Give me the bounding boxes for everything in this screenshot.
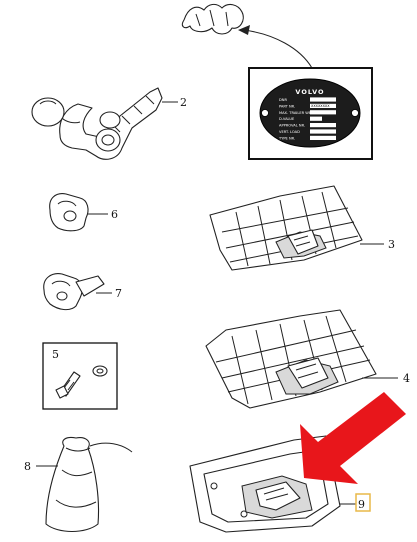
socket-with-lid-part (43, 273, 112, 311)
plate-rivet-right (351, 109, 359, 117)
plate-rows: DNR PART NR. XXXXXXXX MAX. TRAILER WEIGHT D-… (278, 97, 336, 140)
plate-row-label: DNR (279, 98, 287, 102)
plate-row-field (310, 97, 336, 102)
floor-panel-3 (209, 185, 384, 271)
plate-row-label: APPROVAL NR. (279, 124, 305, 128)
bolt-kit-box (42, 342, 118, 410)
top-partial-part (181, 3, 244, 35)
callout-6: 6 (111, 208, 118, 221)
type-plate-panel: VOLVO DNR PART NR. XXXXXXXX MAX. TRAILER WE… (248, 67, 373, 160)
highlight-arrow (300, 392, 406, 484)
plate-row-label: TYPE NR. (278, 136, 295, 140)
callout-5: 5 (52, 348, 59, 361)
plate-row-label: D-VALUE (279, 117, 295, 121)
plate-row-field (310, 116, 322, 121)
callout-4: 4 (403, 372, 410, 385)
plate-row-field (310, 123, 336, 128)
plate-leader-arrow (238, 25, 313, 69)
plate-row-field (310, 135, 336, 140)
plate-row-field (310, 129, 336, 134)
floor-panel-4 (205, 309, 398, 409)
callout-8: 8 (24, 460, 31, 473)
plate-row-value: XXXXXXXX (311, 104, 330, 108)
storage-bag-part (36, 436, 133, 533)
floor-tray-9 (189, 435, 356, 533)
plate-brand: VOLVO (295, 88, 324, 96)
plate-row-field (310, 103, 336, 108)
type-plate: VOLVO DNR PART NR. XXXXXXXX MAX. TRAILER WE… (259, 78, 361, 148)
washer-icon (92, 365, 108, 377)
socket-cover-part (49, 193, 108, 232)
plate-row-field (310, 110, 336, 115)
plate-rivet-left (261, 109, 269, 117)
bolt-icon (55, 371, 81, 399)
towbar-part (31, 87, 178, 160)
red-arrow-icon (300, 392, 406, 484)
callout-9-highlight (355, 493, 371, 512)
plate-row-label: PART NR. (279, 104, 295, 108)
callout-2: 2 (180, 96, 187, 109)
plate-row-label: MAX. TRAILER WEIGHT (279, 111, 321, 115)
plate-row-label: VERT. LOAD (279, 130, 300, 134)
callout-9: 9 (358, 498, 365, 511)
callout-3: 3 (388, 238, 395, 251)
callout-7: 7 (115, 287, 122, 300)
